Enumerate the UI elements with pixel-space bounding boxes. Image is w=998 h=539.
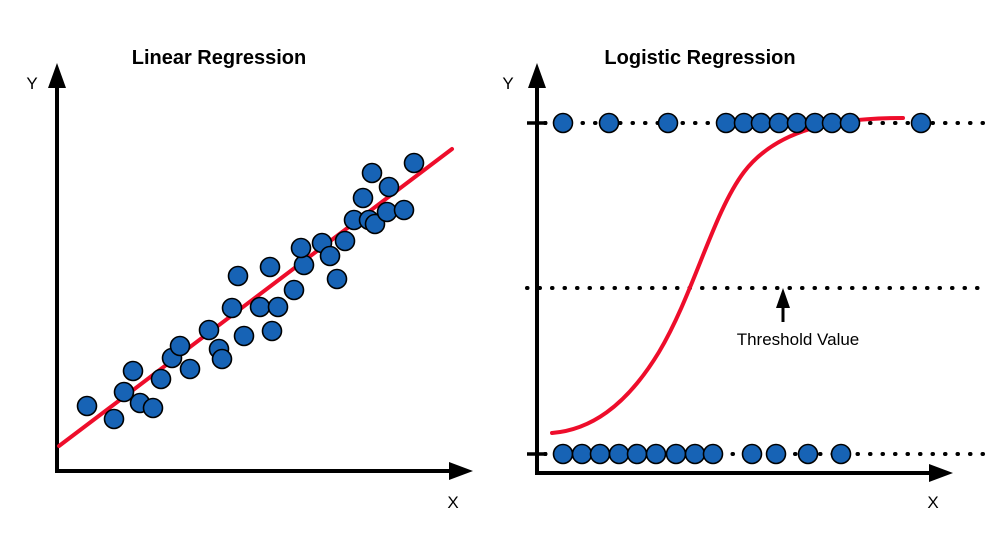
data-point <box>76 395 98 417</box>
logistic-y-axis <box>528 63 546 473</box>
data-point <box>839 112 861 134</box>
sigmoid-curve <box>550 116 905 435</box>
data-point <box>797 443 819 465</box>
data-point <box>598 112 620 134</box>
data-point <box>715 112 737 134</box>
data-point <box>765 443 787 465</box>
data-point <box>283 279 305 301</box>
data-point <box>221 297 243 319</box>
data-point <box>334 230 356 252</box>
data-point <box>768 112 790 134</box>
data-point <box>198 319 220 341</box>
data-point <box>211 348 233 370</box>
data-point <box>684 443 706 465</box>
data-point <box>741 443 763 465</box>
data-point <box>319 245 341 267</box>
data-point <box>403 152 425 174</box>
data-point <box>150 368 172 390</box>
data-point <box>750 112 772 134</box>
data-point <box>552 443 574 465</box>
data-point <box>259 256 281 278</box>
logistic-x-axis-label: X <box>927 493 938 512</box>
class-one-points <box>552 112 932 134</box>
data-point <box>169 335 191 357</box>
data-point <box>261 320 283 342</box>
linear-y-axis <box>48 63 66 471</box>
logistic-panel-title: Logistic Regression <box>604 47 795 69</box>
data-point <box>702 443 724 465</box>
data-point <box>293 254 315 276</box>
linear-y-axis-label: Y <box>26 74 37 93</box>
data-point <box>665 443 687 465</box>
data-point <box>657 112 679 134</box>
data-point <box>267 296 289 318</box>
class-zero-points <box>552 443 852 465</box>
data-point <box>830 443 852 465</box>
data-point <box>376 201 398 223</box>
data-point <box>608 443 630 465</box>
data-point <box>352 187 374 209</box>
logistic-y-axis-label: Y <box>502 74 513 93</box>
data-point <box>326 268 348 290</box>
data-point <box>589 443 611 465</box>
logistic-regression-panel: Logistic Regression Y X Threshold Value <box>502 47 991 512</box>
data-point <box>821 112 843 134</box>
data-point <box>290 237 312 259</box>
data-point <box>393 199 415 221</box>
linear-x-axis <box>55 462 473 480</box>
data-point <box>249 296 271 318</box>
threshold-annotation-arrow <box>776 288 790 322</box>
linear-x-axis-label: X <box>447 493 458 512</box>
data-point <box>142 397 164 419</box>
data-point <box>122 360 144 382</box>
data-point <box>378 176 400 198</box>
data-point <box>786 112 808 134</box>
linear-scatter-points <box>76 152 425 430</box>
data-point <box>804 112 826 134</box>
data-point <box>179 358 201 380</box>
data-point <box>910 112 932 134</box>
data-point <box>227 265 249 287</box>
data-point <box>645 443 667 465</box>
data-point <box>233 325 255 347</box>
data-point <box>626 443 648 465</box>
data-point <box>571 443 593 465</box>
data-point <box>552 112 574 134</box>
data-point <box>103 408 125 430</box>
linear-regression-panel: Linear Regression Y X <box>26 47 473 512</box>
data-point <box>113 381 135 403</box>
data-point <box>361 162 383 184</box>
threshold-annotation-label: Threshold Value <box>737 330 860 349</box>
logistic-x-axis <box>535 464 953 482</box>
linear-panel-title: Linear Regression <box>132 47 307 69</box>
data-point <box>733 112 755 134</box>
